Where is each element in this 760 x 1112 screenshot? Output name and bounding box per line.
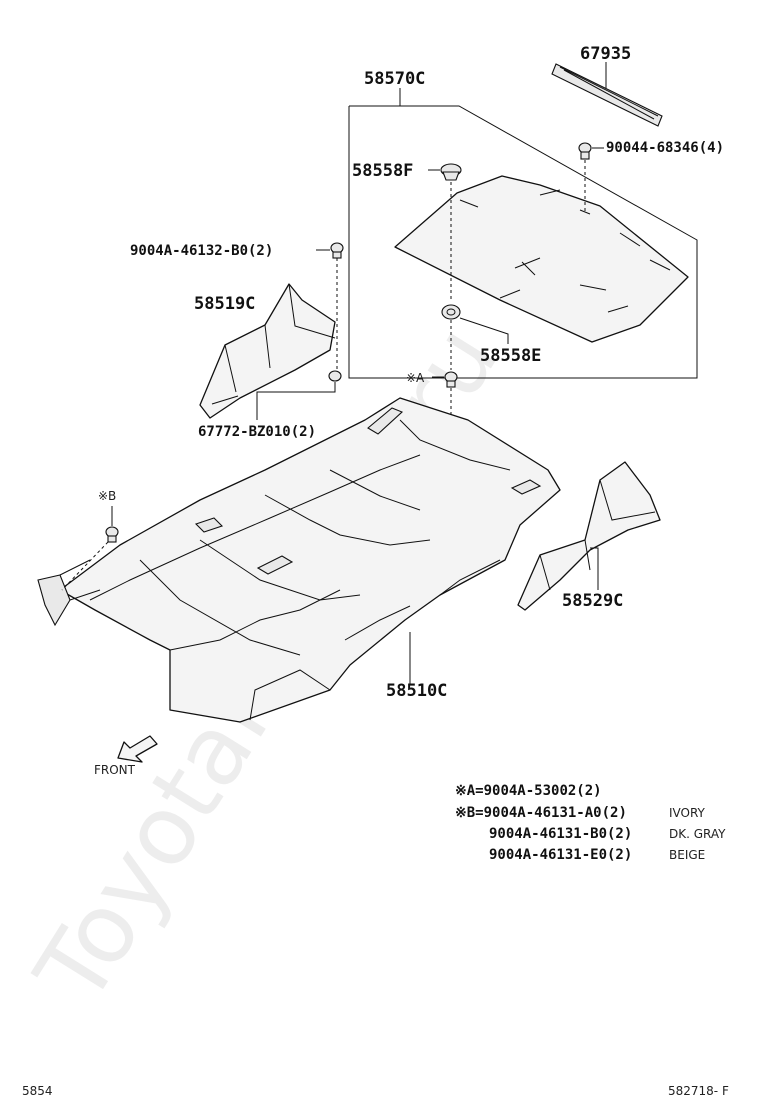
legend-line-3: 9004A-46131-B0(2): [489, 826, 632, 842]
clip-67772: [256, 370, 342, 420]
legend-color-4: BEIGE: [669, 848, 705, 862]
label-58510c: 58510C: [386, 681, 447, 701]
legend: ※A=9004A-53002(2) ※B=9004A-46131-A0(2) I…: [455, 783, 726, 863]
label-90044: 90044-68346(4): [606, 140, 724, 156]
label-58558f: 58558F: [352, 161, 413, 181]
label-ref-b: ※B: [98, 489, 116, 503]
label-58529c: 58529C: [562, 591, 623, 611]
clip-90044: [578, 142, 604, 212]
clip-9004a-b0: [316, 242, 344, 372]
label-58519c: 58519C: [194, 294, 255, 314]
footer-page-code: 5854: [22, 1084, 53, 1098]
label-58570c: 58570C: [364, 69, 425, 89]
side-trim-58529c: [517, 461, 661, 611]
legend-color-3: DK. GRAY: [669, 827, 726, 841]
label-58558e: 58558E: [480, 346, 541, 366]
label-67935: 67935: [580, 44, 631, 64]
legend-line-2: ※B=9004A-46131-A0(2): [455, 805, 627, 821]
footer-figure-code: 582718- F: [668, 1084, 729, 1098]
label-67772: 67772-BZ010(2): [198, 424, 316, 440]
label-9004a-b0: 9004A-46132-B0(2): [130, 243, 273, 259]
grommet-58558e: [441, 304, 509, 370]
strip-67935: [551, 62, 663, 127]
label-ref-a: ※A: [406, 371, 425, 385]
floor-carpet-58510c: [37, 397, 561, 723]
legend-line-4: 9004A-46131-E0(2): [489, 847, 632, 863]
deck-board: [394, 175, 689, 343]
cap-58558f: [428, 163, 462, 300]
legend-line-1: ※A=9004A-53002(2): [455, 783, 602, 799]
front-arrow-icon: [117, 735, 158, 763]
label-front: FRONT: [94, 763, 136, 777]
bracket-58570c: [348, 88, 698, 379]
legend-color-2: IVORY: [669, 806, 706, 820]
side-trim-58519c: [199, 283, 336, 419]
clip-ref-b: [61, 506, 119, 591]
